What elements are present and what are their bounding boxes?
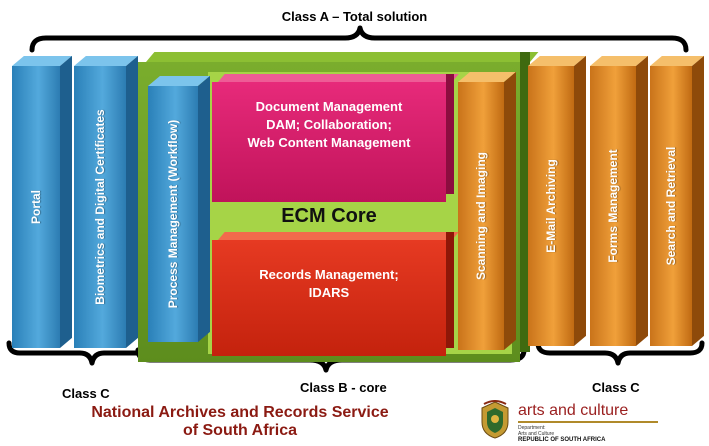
records-line1: Records Management; xyxy=(259,267,399,282)
document-line1: Document Management xyxy=(255,99,403,114)
class-c-left-label: Class C xyxy=(62,386,110,401)
document-block-front xyxy=(212,82,446,202)
organization-name: National Archives and Records Service of… xyxy=(40,404,440,440)
organization-line1: National Archives and Records Service xyxy=(91,404,389,421)
pillar-scanning-label: Scanning and Imaging xyxy=(474,151,488,281)
pillar-email: E-Mail Archiving xyxy=(528,55,586,346)
records-line2: IDARS xyxy=(308,285,350,300)
pillar-biometrics-label: Biometrics and Digital Certificates xyxy=(93,109,107,305)
coat-of-arms-icon xyxy=(481,400,509,439)
records-management-block: Records Management; IDARS xyxy=(212,232,459,356)
pillar-biometrics: Biometrics and Digital Certificates xyxy=(74,55,138,348)
pillar-search-label: Search and Retrieval xyxy=(664,146,678,266)
records-block-side xyxy=(446,232,454,348)
document-management-block: Document Management DAM; Collaboration; … xyxy=(212,74,459,202)
department-sub3: REPUBLIC OF SOUTH AFRICA xyxy=(518,437,606,443)
class-a-brace xyxy=(29,25,689,53)
class-c-right-label: Class C xyxy=(592,380,640,395)
pillar-email-label: E-Mail Archiving xyxy=(544,159,558,253)
department-rule xyxy=(518,421,658,423)
document-line2: DAM; Collaboration; xyxy=(266,117,392,132)
document-block-side xyxy=(446,74,454,194)
document-line3: Web Content Management xyxy=(247,135,411,150)
pillar-portal: Portal xyxy=(12,55,72,348)
pillar-process-label: Process Management (Workflow) xyxy=(166,119,180,309)
department-sub1: Department: xyxy=(518,425,546,431)
records-block-front xyxy=(212,240,446,356)
ecm-core-label: ECM Core xyxy=(281,205,377,227)
class-c-right-brace xyxy=(535,340,705,366)
class-b-label: Class B - core xyxy=(300,380,387,395)
pillar-search: Search and Retrieval xyxy=(650,55,704,346)
organization-line2: of South Africa xyxy=(182,422,298,439)
department-logo: arts and culture Department: Arts and Cu… xyxy=(518,402,698,444)
ecm-frame-side xyxy=(520,52,530,352)
document-block-top xyxy=(218,74,459,82)
pillar-forms-label: Forms Management xyxy=(606,149,620,263)
pillar-scanning: Scanning and Imaging xyxy=(458,71,516,351)
records-block-top xyxy=(218,232,459,240)
ecm-frame-top xyxy=(146,52,539,62)
department-name: arts and culture xyxy=(518,402,629,419)
pillar-forms: Forms Management xyxy=(590,55,648,346)
pillar-process: Process Management (Workflow) xyxy=(148,75,210,343)
pillar-portal-label: Portal xyxy=(29,189,43,225)
department-sub2: Arts and Culture xyxy=(518,431,555,437)
class-a-title: Class A – Total solution xyxy=(281,9,428,24)
